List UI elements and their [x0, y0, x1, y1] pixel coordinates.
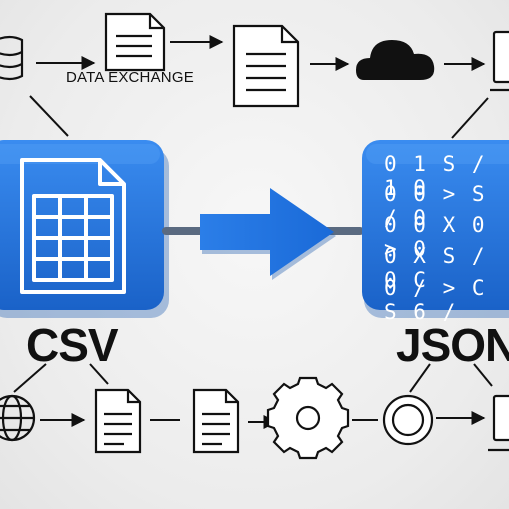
document-icon — [192, 388, 240, 454]
binary-data-line: 0 X S / 0 C — [384, 244, 487, 292]
connector-line — [13, 363, 47, 393]
json-tile — [362, 140, 509, 318]
cloud-icon — [356, 40, 435, 80]
connector-line — [473, 363, 493, 387]
document-icon — [94, 388, 142, 454]
binary-data-line: 0 1 S / 1 0 — [384, 152, 487, 200]
connector-line — [29, 95, 69, 137]
connector-line — [451, 97, 489, 139]
data-exchange-label: DATA EXCHANGE — [66, 69, 194, 86]
binary-data-line: 0 0 X 0 > 0 — [384, 213, 487, 261]
connector-pipe — [162, 227, 206, 235]
globe-icon — [0, 394, 36, 442]
document-icon — [104, 12, 166, 72]
binary-data-line: 0 0 > S / 0 — [384, 182, 487, 230]
connector-line — [89, 363, 109, 385]
binary-data-line: 0 / > C S 6 / — [384, 276, 487, 324]
arrow-right-icon — [200, 188, 336, 280]
gear-icon — [266, 376, 350, 460]
json-label: JSON — [396, 319, 509, 371]
connector-line — [409, 363, 431, 393]
document-icon — [232, 24, 300, 108]
gear-icon — [382, 394, 434, 446]
spreadsheet-document-icon — [20, 158, 126, 294]
monitor-icon — [490, 30, 509, 92]
monitor-icon — [488, 394, 509, 452]
database-icon — [0, 35, 24, 81]
csv-label: CSV — [26, 319, 119, 371]
